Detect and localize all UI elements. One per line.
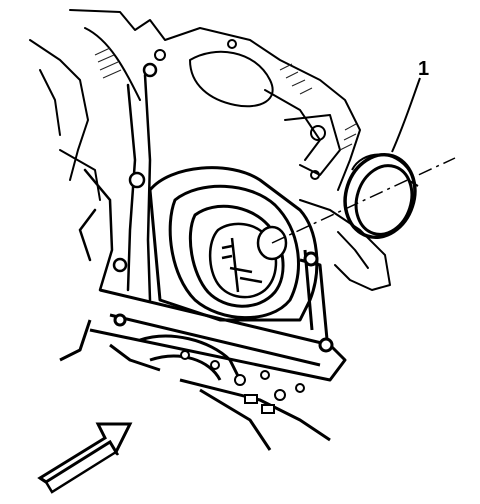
pan-details: [180, 350, 305, 414]
oil-pan-rail: [59, 249, 347, 451]
left-rail: [78, 62, 158, 302]
install-axis: [271, 157, 456, 244]
crankshaft-rear-oil-seal-icon: [343, 152, 419, 240]
block-hatching: [94, 47, 357, 151]
crankshaft-flange: [208, 222, 288, 299]
view-direction-arrow-icon: [37, 422, 133, 494]
callout-1: 1: [391, 58, 429, 153]
callout-1-label: 1: [418, 58, 429, 80]
